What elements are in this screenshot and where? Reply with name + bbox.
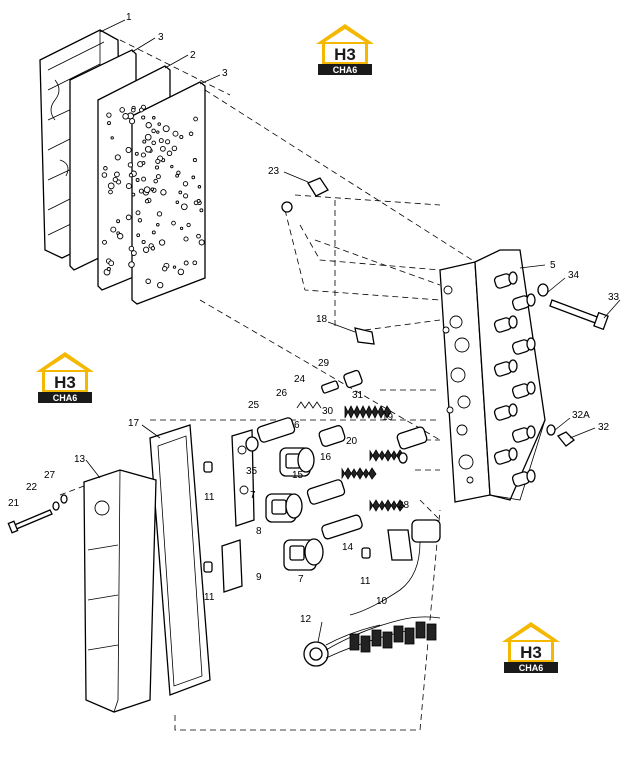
callout-33: 33 bbox=[608, 292, 620, 303]
spool-29 bbox=[343, 369, 363, 389]
spool-25 bbox=[256, 417, 296, 443]
pin-23b bbox=[281, 201, 293, 213]
plug-32 bbox=[556, 431, 575, 447]
callout-25: 25 bbox=[248, 400, 260, 411]
callout-26: 26 bbox=[276, 388, 288, 399]
callout-7b: 7 bbox=[298, 574, 304, 585]
callout-23: 23 bbox=[268, 166, 280, 177]
callout-20: 20 bbox=[346, 436, 358, 447]
callout-5: 5 bbox=[550, 260, 556, 271]
callout-11b: 11 bbox=[204, 592, 215, 603]
insert-18 bbox=[354, 327, 375, 345]
brand-logo-bottom: H3 CHA6 bbox=[498, 618, 564, 679]
callout-31: 31 bbox=[352, 390, 364, 401]
svg-text:CHA6: CHA6 bbox=[519, 663, 544, 673]
pin-11b bbox=[203, 561, 213, 573]
callout-30: 30 bbox=[322, 406, 334, 417]
spool-30 bbox=[318, 425, 346, 447]
washer-34 bbox=[537, 283, 549, 297]
callout-32a: 32A bbox=[572, 410, 590, 421]
spring-28 bbox=[369, 499, 405, 512]
wiring-harness-12 bbox=[303, 616, 441, 667]
solenoid-6 bbox=[279, 447, 315, 477]
callout-10: 10 bbox=[376, 596, 388, 607]
callout-7a: 7 bbox=[250, 490, 256, 501]
washer-32a bbox=[546, 424, 556, 436]
washer-27 bbox=[60, 494, 68, 504]
housing-holes bbox=[442, 285, 474, 484]
callout-16: 16 bbox=[320, 452, 332, 463]
o-ring-35 bbox=[245, 436, 259, 452]
pin-11a bbox=[203, 461, 213, 473]
solenoid-7b bbox=[283, 538, 324, 571]
spring-31 bbox=[344, 405, 392, 419]
bolt-33 bbox=[549, 299, 609, 331]
plate-holes bbox=[101, 104, 205, 289]
callout-28: 28 bbox=[398, 500, 410, 511]
callout-29: 29 bbox=[318, 358, 330, 369]
leader-lines bbox=[85, 19, 621, 643]
callout-18: 18 bbox=[316, 314, 328, 325]
callout-2: 2 bbox=[190, 50, 196, 61]
svg-text:H3: H3 bbox=[54, 373, 76, 392]
spool-15 bbox=[306, 479, 346, 505]
svg-text:H3: H3 bbox=[520, 643, 542, 662]
callout-34: 34 bbox=[568, 270, 580, 281]
callout-13: 13 bbox=[74, 454, 86, 465]
callout-9: 9 bbox=[256, 572, 262, 583]
ball-28a bbox=[398, 452, 408, 464]
pin-24 bbox=[321, 380, 339, 394]
callout-19: 19 bbox=[382, 412, 394, 423]
washer-22 bbox=[52, 501, 60, 511]
callout-35: 35 bbox=[246, 466, 258, 477]
gasket-17 bbox=[149, 424, 211, 696]
svg-text:H3: H3 bbox=[334, 45, 356, 64]
callout-11a: 11 bbox=[204, 492, 215, 503]
brand-logo-top: H3 CHA6 bbox=[312, 20, 378, 81]
svg-text:CHA6: CHA6 bbox=[333, 65, 358, 75]
callout-15: 15 bbox=[292, 470, 304, 481]
housing-spool-bores bbox=[493, 271, 536, 487]
callout-3a: 3 bbox=[158, 32, 164, 43]
callout-27: 27 bbox=[44, 470, 56, 481]
callout-32: 32 bbox=[598, 422, 610, 433]
bolt-21 bbox=[7, 509, 53, 534]
alignment-lines bbox=[59, 39, 481, 731]
callout-8: 8 bbox=[256, 526, 262, 537]
brand-logo-middle: H3 CHA6 bbox=[32, 348, 98, 409]
connector-10 bbox=[349, 519, 441, 616]
callout-21: 21 bbox=[8, 498, 20, 509]
callout-24: 24 bbox=[294, 374, 306, 385]
spool-14 bbox=[321, 514, 363, 540]
bracket-8 bbox=[231, 429, 255, 527]
callout-11c: 11 bbox=[360, 576, 371, 587]
spring-16 bbox=[341, 467, 377, 480]
spring-26 bbox=[296, 401, 322, 409]
cover-13 bbox=[83, 469, 157, 713]
pin-11c bbox=[361, 547, 371, 559]
spool-19 bbox=[396, 426, 428, 450]
callout-1: 1 bbox=[126, 12, 132, 23]
callout-22: 22 bbox=[26, 482, 38, 493]
bracket-9 bbox=[221, 539, 243, 593]
callout-6: 6 bbox=[294, 420, 300, 431]
callout-3b: 3 bbox=[222, 68, 228, 79]
callout-17: 17 bbox=[128, 418, 140, 429]
clip-23 bbox=[307, 177, 329, 197]
solenoid-7a bbox=[265, 493, 303, 523]
callout-12: 12 bbox=[300, 614, 312, 625]
callout-labels: 1 3 2 3 23 5 34 33 18 29 24 26 31 25 30 … bbox=[8, 12, 620, 625]
svg-text:CHA6: CHA6 bbox=[53, 393, 78, 403]
callout-14: 14 bbox=[342, 542, 354, 553]
